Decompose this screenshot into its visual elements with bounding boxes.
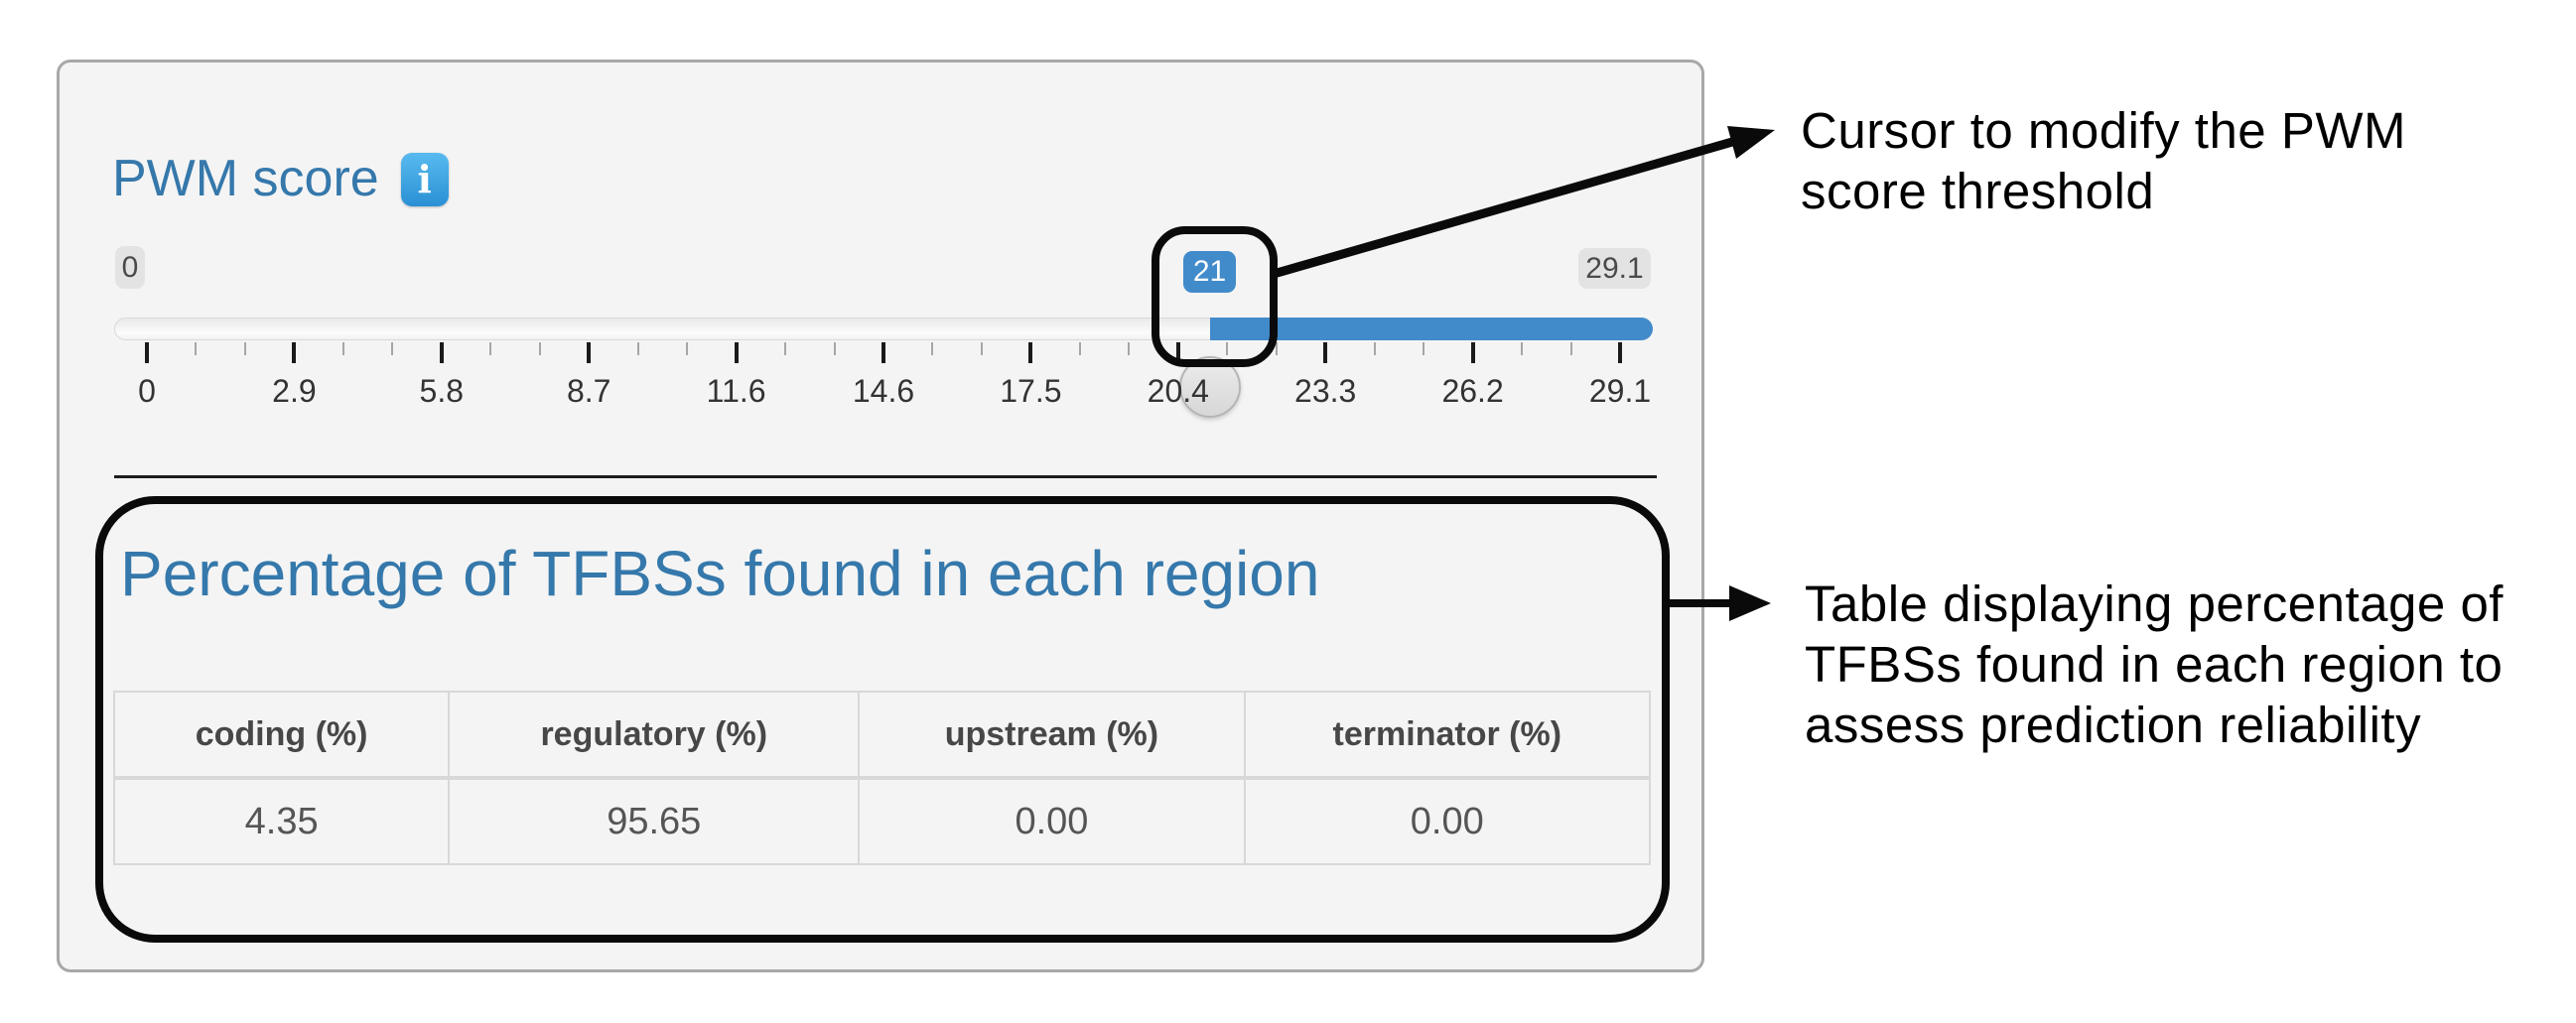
slider-tick-label: 5.8 [419, 373, 465, 409]
slider-tick-major [734, 342, 739, 363]
annotation-line: assess prediction reliability [1805, 697, 2422, 753]
slider-tick-minor [1423, 342, 1425, 355]
slider-tick-label: 14.6 [852, 373, 915, 409]
slider-section-title: PWM score [112, 150, 379, 207]
annotation-table-note: Table displaying percentage of TFBSs fou… [1805, 574, 2504, 755]
info-icon[interactable]: i [400, 152, 449, 206]
table-section-title: Percentage of TFBSs found in each region [120, 538, 1320, 609]
slider-tick-major [292, 342, 297, 363]
slider-max-label: 29.1 [1578, 248, 1651, 289]
section-divider [114, 475, 1657, 478]
slider-tick-minor [1078, 342, 1081, 355]
slider-tick-label: 17.5 [1000, 373, 1062, 409]
slider-tick-label: 8.7 [566, 373, 611, 409]
slider-tick-major [145, 342, 149, 363]
annotation-line: score threshold [1801, 163, 2155, 219]
slider-tick-major [1618, 342, 1622, 363]
slider-tick-minor [1128, 342, 1131, 355]
slider-tick-minor [1521, 342, 1524, 355]
slider-tick-major [881, 342, 885, 363]
slider-tick-label: 29.1 [1588, 373, 1652, 409]
slider-tick-minor [686, 342, 689, 355]
slider-tick-minor [980, 342, 983, 355]
annotation-line: TFBSs found in each region to [1805, 636, 2504, 693]
slider-tick-minor [784, 342, 787, 355]
annotation-line: Table displaying percentage of [1805, 575, 2504, 632]
slider-tick-label: 20.4 [1147, 373, 1209, 409]
annotation-cursor-note: Cursor to modify the PWM score threshold [1801, 100, 2406, 221]
slider-tick-minor [636, 342, 639, 355]
table-cell: 0.00 [858, 777, 1246, 865]
pwm-score-panel: PWM score i 0 29.1 21 0 2.9 5.8 8.7 11.6 14.6… [57, 60, 1704, 972]
slider-tick-label: 11.6 [706, 373, 766, 409]
slider-tick-major [1028, 342, 1033, 363]
slider-section-header: PWM score i [112, 150, 449, 209]
slider-tick-minor [489, 342, 492, 355]
slider-tick-minor [931, 342, 934, 355]
slider-tick-minor [833, 342, 836, 355]
slider-tick-label: 26.2 [1441, 373, 1504, 409]
table-header-cell: upstream (%) [858, 691, 1246, 780]
slider-tick-minor [391, 342, 394, 355]
slider-tick-minor [1275, 342, 1278, 355]
table-cell: 0.00 [1243, 777, 1652, 865]
slider-tick-minor [1569, 342, 1572, 355]
slider-tick-minor [341, 342, 344, 355]
table-cell: 95.65 [448, 777, 861, 865]
slider-tick-major [1323, 342, 1328, 363]
slider-tick-minor [243, 342, 246, 355]
table-header-cell: terminator (%) [1243, 691, 1652, 780]
annotation-line: Cursor to modify the PWM [1801, 102, 2406, 159]
slider-tick-major [439, 342, 444, 363]
table-annotation-outline [95, 496, 1670, 943]
slider-tick-label: 23.3 [1294, 373, 1357, 409]
table-cell: 4.35 [112, 777, 451, 865]
slider-tick-minor [1226, 342, 1229, 355]
slider-tick-label: 2.9 [272, 373, 317, 409]
tfbs-region-table: coding (%)regulatory (%)upstream (%)term… [112, 691, 1652, 865]
cursor-annotation-outline [1152, 226, 1278, 367]
slider-value-badge: 21 [1183, 251, 1236, 293]
slider-fill-bar [1209, 318, 1653, 340]
slider-tick-minor [1373, 342, 1376, 355]
slider-min-label: 0 [115, 246, 145, 289]
table-header-cell: coding (%) [112, 691, 451, 780]
slider-tick-minor [195, 342, 198, 355]
slider-tick-major [1470, 342, 1475, 363]
slider-tick-major [587, 342, 592, 363]
table-header-row: coding (%)regulatory (%)upstream (%)term… [112, 691, 1652, 780]
slider-tick-label: 0 [138, 373, 156, 409]
table-header-cell: regulatory (%) [448, 691, 861, 780]
slider-tick-minor [538, 342, 541, 355]
